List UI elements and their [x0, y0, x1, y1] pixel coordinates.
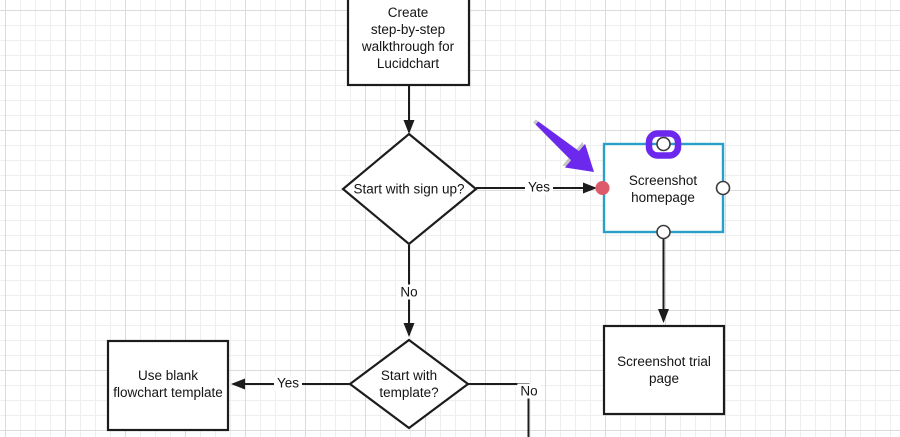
node-create-walkthrough-label[interactable]: Create step-by-step walkthrough for Luci…: [361, 5, 455, 71]
handle-top[interactable]: [656, 136, 671, 152]
handle-bottom[interactable]: [656, 224, 671, 240]
node-start-with-signup-label[interactable]: Start with sign up?: [353, 181, 465, 197]
node-screenshot-trial-label[interactable]: Screenshot trial page: [617, 354, 711, 386]
connection-point-dot[interactable]: [595, 181, 610, 195]
node-use-blank-template[interactable]: [106, 339, 230, 432]
node-start-with-template-label[interactable]: Start with template?: [379, 368, 439, 400]
edge-label-template-yes[interactable]: Yes: [273, 375, 303, 391]
node-create-walkthrough[interactable]: [346, 0, 471, 87]
annotation-pointer-arrow-icon: [533, 119, 594, 172]
node-use-blank-template-label[interactable]: Use blank flowchart template: [113, 368, 223, 400]
annotation-highlight-ring: [645, 130, 682, 159]
edge-label-signup-no[interactable]: No: [397, 284, 421, 300]
node-decision-start-with-signup[interactable]: [341, 132, 478, 246]
node-decision-start-with-template[interactable]: [348, 338, 470, 430]
handle-right[interactable]: [715, 180, 731, 196]
node-screenshot-trial[interactable]: [602, 324, 726, 416]
node-screenshot-homepage-label[interactable]: Screenshot homepage: [628, 173, 698, 205]
edge-label-template-no[interactable]: No: [517, 383, 541, 399]
edge-label-signup-yes[interactable]: Yes: [524, 179, 554, 195]
